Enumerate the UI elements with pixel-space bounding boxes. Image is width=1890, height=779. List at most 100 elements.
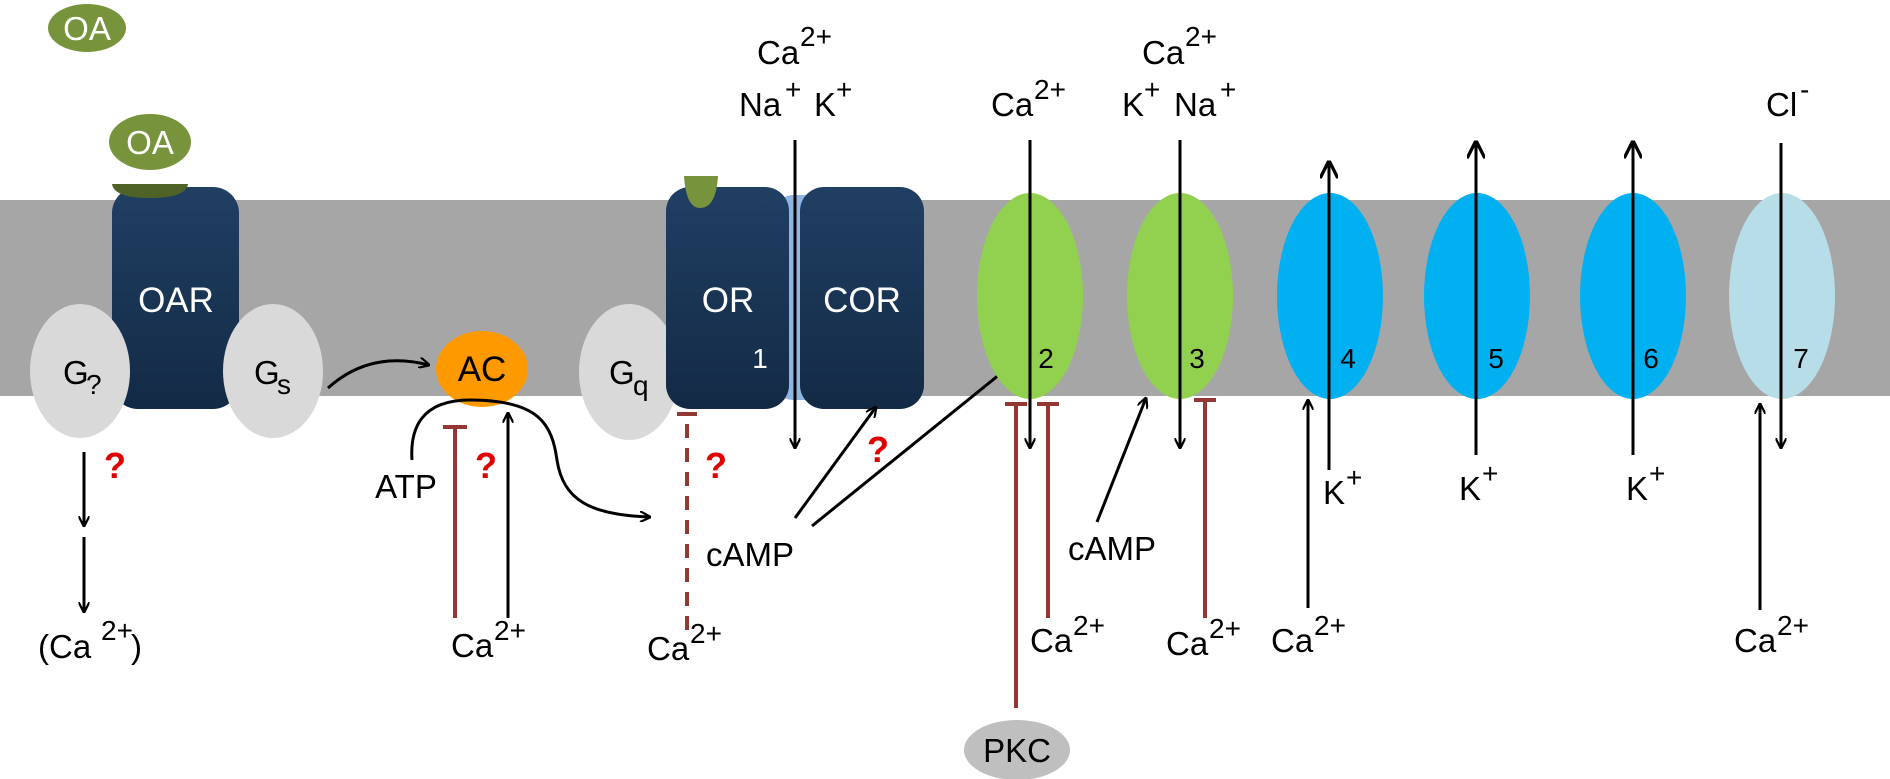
question-mark-ac: ? <box>475 445 497 486</box>
channel-2-number: 2 <box>1038 343 1054 374</box>
gs-ellipse <box>223 304 323 438</box>
channel-3-number: 3 <box>1189 343 1205 374</box>
free-oa-ellipse <box>48 4 126 52</box>
pkc-label: PKC <box>983 732 1051 769</box>
channel-5-number: 5 <box>1488 343 1504 374</box>
or-body <box>666 187 789 409</box>
or-number: 1 <box>752 343 768 374</box>
gs-subscript: s <box>277 369 291 400</box>
gq-protein: G q <box>579 304 679 440</box>
or-na-base: Na <box>739 86 782 123</box>
channel-6-number: 6 <box>1643 343 1659 374</box>
ca-ch2-sup: 2+ <box>1073 610 1105 641</box>
free-oa-label: OA <box>63 10 111 47</box>
ch6-k-base: K <box>1626 470 1648 507</box>
channel-3-ions-top: Ca 2+ K + Na + <box>1122 21 1236 123</box>
camp-to-channel2-arrow <box>811 366 1010 528</box>
camp-label-main: cAMP <box>706 536 794 573</box>
gs-protein: G s <box>223 304 323 438</box>
calcium-channel-7: Ca 2+ <box>1734 610 1809 659</box>
gq-subscript: q <box>633 370 649 401</box>
channel-6-k-bottom: K + <box>1626 458 1665 507</box>
free-oa-ligand: OA <box>48 4 126 52</box>
ac-label: AC <box>458 350 507 389</box>
ch3-ca-base: Ca <box>1142 34 1185 71</box>
ch4-k-sup: + <box>1346 462 1362 493</box>
ch2-ca-base: Ca <box>991 86 1034 123</box>
ch3-k-sup: + <box>1144 74 1160 105</box>
ca-paren-pre: (Ca <box>38 628 92 665</box>
ch5-k-base: K <box>1459 470 1481 507</box>
g-unknown-subscript: ? <box>86 369 102 400</box>
pkc: PKC <box>964 720 1070 779</box>
bound-oa-label: OA <box>126 124 174 161</box>
cor-body <box>800 187 924 409</box>
ch3-k-base: K <box>1122 86 1144 123</box>
gs-to-ac-arrow <box>326 361 429 390</box>
g-unknown-label: G <box>63 354 89 391</box>
ch6-k-sup: + <box>1649 458 1665 489</box>
ca-ch3-sup: 2+ <box>1209 613 1241 644</box>
channel-2-ions-top: Ca 2+ <box>991 74 1066 123</box>
channel-4-number: 4 <box>1340 343 1356 374</box>
adenylyl-cyclase: AC <box>436 331 528 407</box>
ca-ch4-base: Ca <box>1271 622 1314 659</box>
gq-label: G <box>609 354 635 391</box>
bound-oa-ellipse <box>109 114 191 170</box>
ca-gq-base: Ca <box>647 630 690 667</box>
or-na-sup: + <box>785 74 801 105</box>
gs-label: G <box>254 354 280 391</box>
ch3-na-sup: + <box>1220 74 1236 105</box>
oar-body <box>112 187 239 409</box>
calcium-gq: Ca 2+ <box>647 618 722 667</box>
or-ca-base: Ca <box>757 34 800 71</box>
ch3-na-base: Na <box>1174 86 1217 123</box>
question-mark-g-unknown: ? <box>104 445 126 486</box>
channel-7-number: 7 <box>1793 343 1809 374</box>
ca-ch2-base: Ca <box>1030 622 1073 659</box>
or-k-sup: + <box>836 74 852 105</box>
ca-ch4-sup: 2+ <box>1314 610 1346 641</box>
ca-ch3-base: Ca <box>1166 625 1209 662</box>
ca-paren-sup: 2+ <box>101 615 133 646</box>
calcium-ac: Ca 2+ <box>451 615 526 664</box>
g-unknown-ellipse <box>30 304 130 438</box>
calcium-channel-2: Ca 2+ <box>1030 610 1105 659</box>
calcium-channel-3: Ca 2+ <box>1166 613 1241 662</box>
question-mark-gq: ? <box>705 445 727 486</box>
gq-ellipse <box>579 304 679 440</box>
g-unknown-protein: G ? <box>30 304 130 438</box>
ca-ac-sup: 2+ <box>494 615 526 646</box>
or-k-base: K <box>814 86 836 123</box>
ca-paren-post: ) <box>131 628 142 665</box>
ch2-ca-sup: 2+ <box>1034 74 1066 105</box>
question-mark-cor: ? <box>867 429 889 470</box>
channel-4-k-bottom: K + <box>1323 462 1362 511</box>
ch7-cl-sup: - <box>1800 74 1809 105</box>
ch7-cl-base: Cl <box>1766 86 1797 123</box>
cor-label: COR <box>823 281 901 320</box>
ca-ch7-base: Ca <box>1734 622 1777 659</box>
or-binding-site <box>684 176 718 208</box>
oar-label: OAR <box>138 281 214 320</box>
atp-label: ATP <box>375 468 437 505</box>
or-label: OR <box>702 281 755 320</box>
or-ca-sup: 2+ <box>800 21 832 52</box>
channel-5-k-bottom: K + <box>1459 458 1498 507</box>
ca-gq-sup: 2+ <box>690 618 722 649</box>
atp-to-camp-curve <box>410 398 650 517</box>
oar-binding-pocket <box>112 184 188 198</box>
pkc-ellipse <box>964 720 1070 779</box>
oar-receptor: OA OAR <box>109 114 239 409</box>
ca-ac-base: Ca <box>451 627 494 664</box>
camp-to-cor-arrow <box>793 407 876 519</box>
ch3-ca-sup: 2+ <box>1185 21 1217 52</box>
channel-7-cl-top: Cl - <box>1766 74 1809 123</box>
calcium-parenthesized: (Ca 2+ ) <box>38 615 142 665</box>
or-cor-complex: OR COR 1 <box>666 176 924 409</box>
camp-label-channel3: cAMP <box>1068 530 1156 567</box>
camp-to-channel3-arrow <box>1095 398 1146 523</box>
or-ions-top: Ca 2+ Na + K + <box>739 21 852 123</box>
ch5-k-sup: + <box>1482 458 1498 489</box>
